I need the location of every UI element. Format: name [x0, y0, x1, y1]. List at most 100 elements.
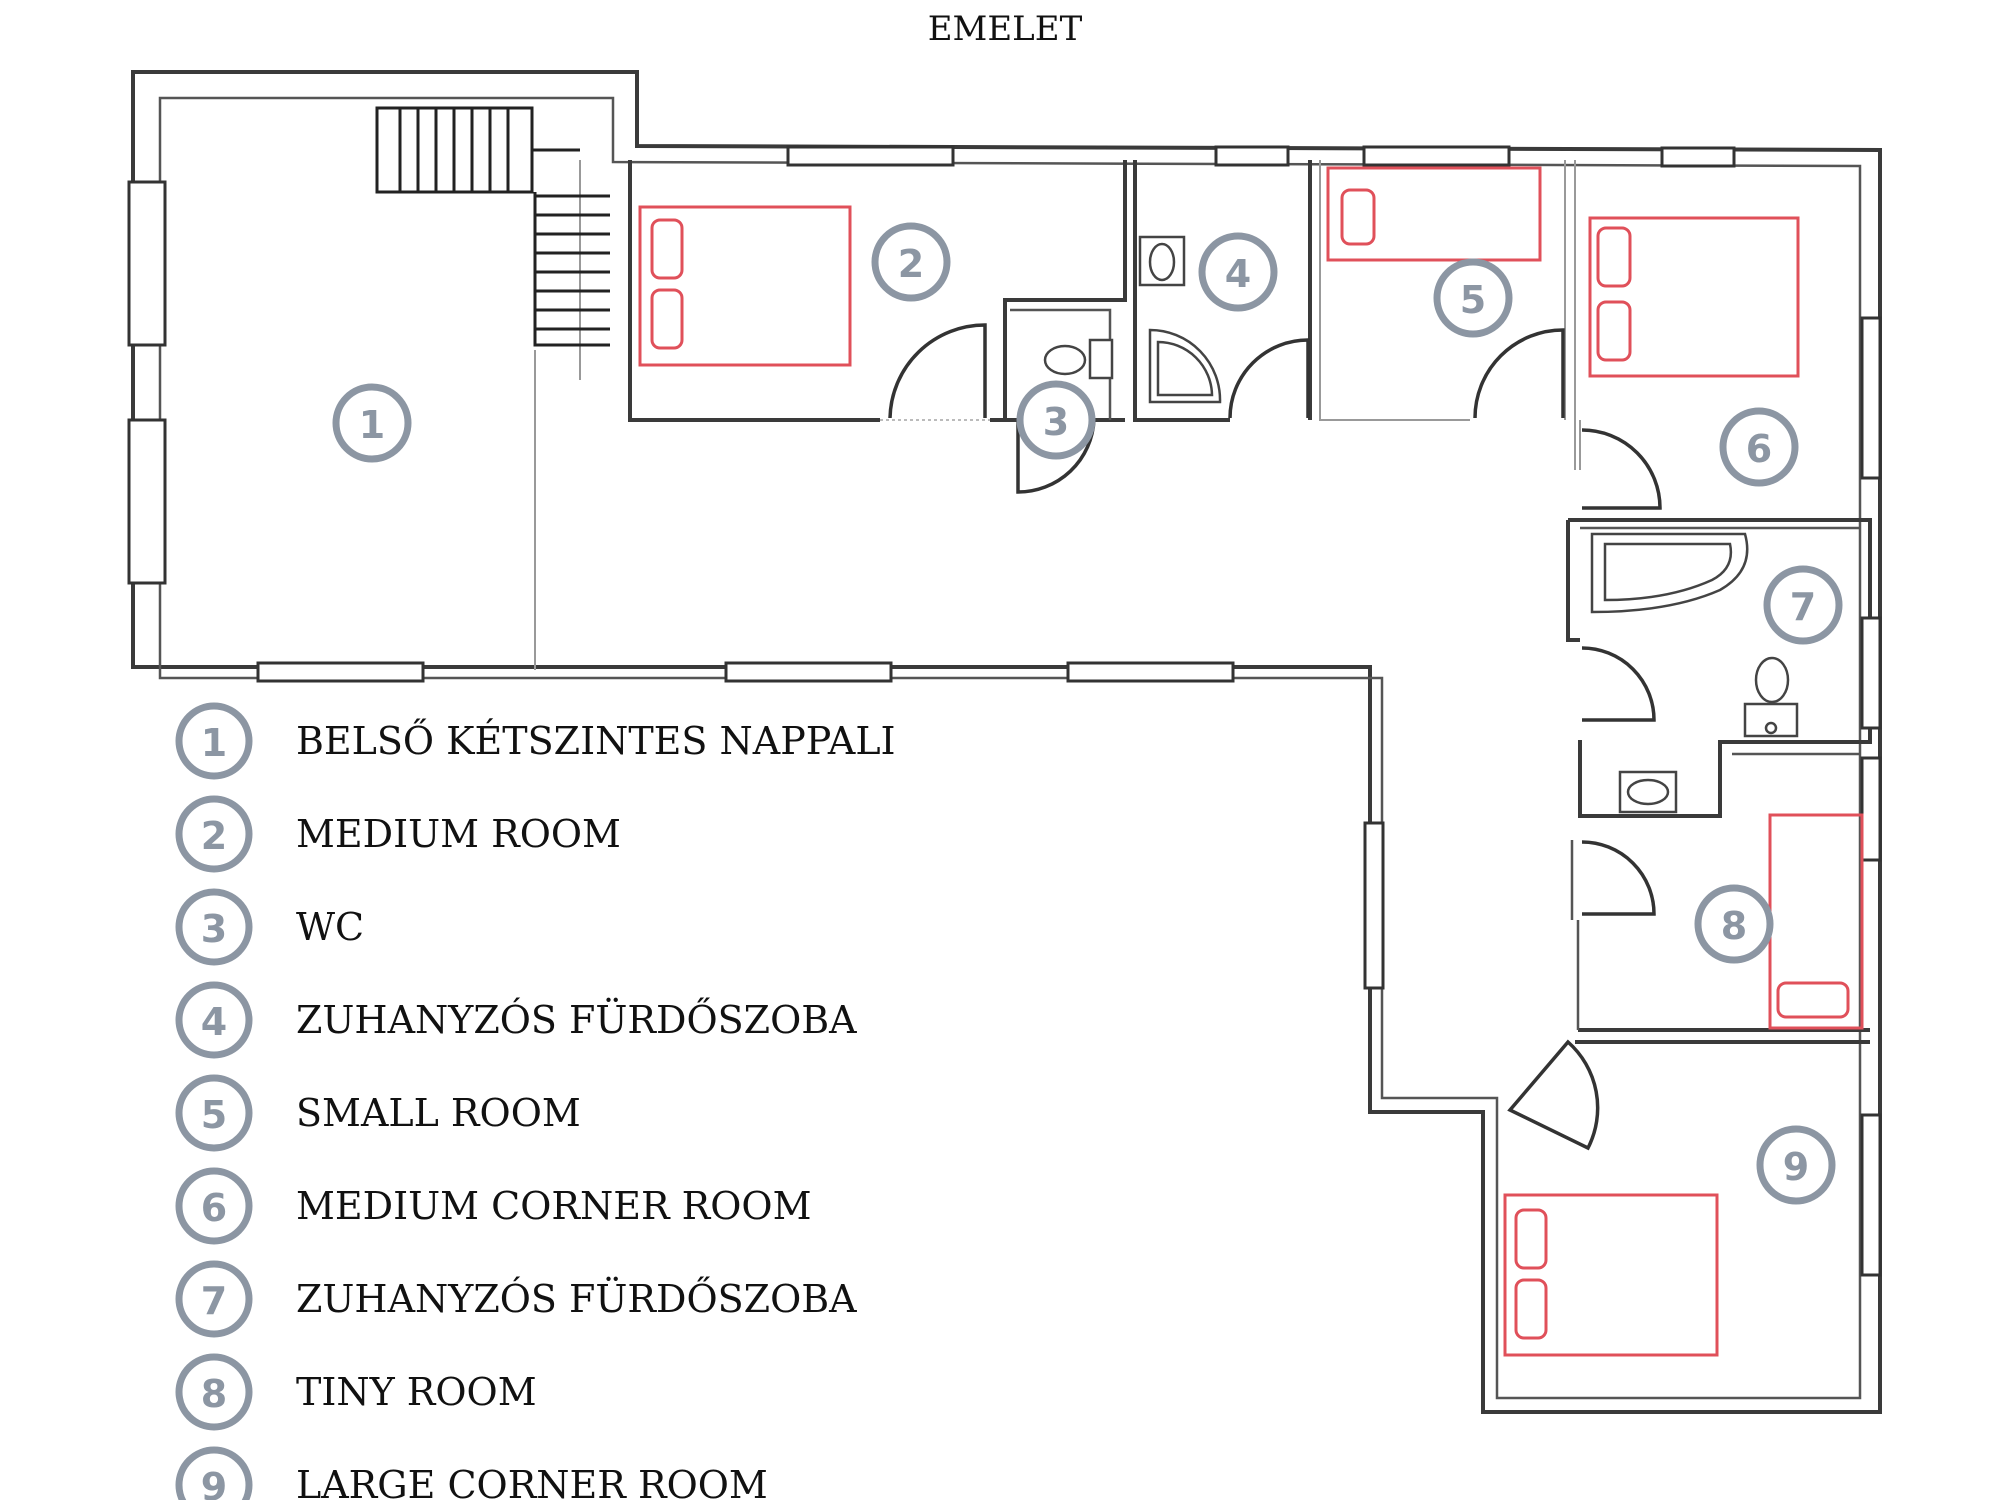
- marker-number: 7: [1790, 585, 1816, 629]
- legend-item-8: 8 TINY ROOM: [175, 1353, 537, 1431]
- marker-circle: [1694, 884, 1774, 964]
- legend-marker-circle: [175, 702, 253, 780]
- toilet-icon: [1043, 338, 1114, 380]
- window: [1860, 616, 1882, 730]
- toilet-icon: [1743, 656, 1799, 738]
- legend-marker-circle: [175, 1074, 253, 1152]
- pillow: [1596, 226, 1632, 288]
- legend-marker-number: 2: [201, 814, 227, 858]
- room-marker-4: 4: [1198, 232, 1278, 312]
- legend-marker-circle: [175, 888, 253, 966]
- legend-item-4: 4 ZUHANYZÓS FÜRDŐSZOBA: [175, 981, 857, 1059]
- legend-label: LARGE CORNER ROOM: [296, 1463, 768, 1500]
- bathtub-icon: [1590, 532, 1749, 614]
- pillow: [650, 288, 684, 350]
- legend-label: WC: [296, 905, 364, 949]
- pillow: [1596, 300, 1632, 362]
- sink-icon: [1618, 770, 1678, 814]
- legend-label: TINY ROOM: [296, 1370, 537, 1414]
- room-marker-6: 6: [1719, 407, 1799, 487]
- marker-number: 4: [1225, 252, 1251, 296]
- pillow: [650, 218, 684, 280]
- window: [786, 145, 955, 167]
- legend-label: ZUHANYZÓS FÜRDŐSZOBA: [296, 998, 857, 1042]
- room-marker-1: 1: [332, 383, 412, 463]
- legend-item-1: 1 BELSŐ KÉTSZINTES NAPPALI: [175, 702, 896, 780]
- legend-marker-number: 4: [201, 1000, 227, 1044]
- marker-circle: [1756, 1125, 1836, 1205]
- legend-label: MEDIUM CORNER ROOM: [296, 1184, 812, 1228]
- legend-marker-circle: [175, 1167, 253, 1245]
- legend-label: MEDIUM ROOM: [296, 812, 621, 856]
- marker-circle: [871, 222, 951, 302]
- legend-marker-number: 3: [201, 907, 227, 951]
- legend-item-3: 3 WC: [175, 888, 364, 966]
- legend: 1 BELSŐ KÉTSZINTES NAPPALI 2 MEDIUM ROOM 3 WC…: [175, 702, 896, 1500]
- marker-number: 1: [359, 403, 385, 447]
- marker-number: 9: [1783, 1145, 1809, 1189]
- pillow: [1776, 981, 1850, 1019]
- window: [1362, 145, 1511, 167]
- bed-icon: [638, 205, 852, 367]
- shower-icon: [1148, 328, 1222, 404]
- pillow: [1340, 188, 1376, 246]
- legend-marker-number: 5: [201, 1093, 227, 1137]
- room-marker-7: 7: [1763, 565, 1843, 645]
- bed-frame: [638, 205, 852, 367]
- windows: [127, 145, 1882, 1277]
- room-marker-8: 8: [1694, 884, 1774, 964]
- marker-circle: [1016, 380, 1096, 460]
- fixtures: [1043, 235, 1799, 814]
- marker-circle: [1198, 232, 1278, 312]
- window: [256, 661, 425, 683]
- legend-marker-number: 1: [201, 721, 227, 765]
- legend-marker-circle: [175, 795, 253, 873]
- window: [127, 180, 167, 347]
- bed-frame: [1503, 1193, 1719, 1357]
- window: [1860, 756, 1882, 862]
- window: [1660, 146, 1736, 168]
- window: [1363, 821, 1385, 990]
- room-marker-2: 2: [871, 222, 951, 302]
- plan-title: EMELET: [928, 9, 1083, 49]
- sink-icon: [1138, 235, 1186, 287]
- window: [724, 661, 893, 683]
- bed-icon: [1768, 813, 1864, 1030]
- bed-frame: [1588, 216, 1800, 378]
- marker-number: 6: [1746, 427, 1772, 471]
- legend-label: BELSŐ KÉTSZINTES NAPPALI: [296, 719, 896, 763]
- room-marker-3: 3: [1016, 380, 1096, 460]
- pillow: [1514, 1278, 1548, 1340]
- room-markers: 1 2 3 4 5 6 7 8 9: [332, 222, 1843, 1205]
- marker-circle: [1433, 258, 1513, 338]
- beds: [638, 166, 1864, 1357]
- legend-marker-number: 9: [201, 1465, 227, 1500]
- bed-icon: [1588, 216, 1800, 378]
- marker-number: 2: [898, 242, 924, 286]
- staircase: [375, 106, 610, 347]
- window: [1214, 145, 1290, 167]
- legend-item-9: 9 LARGE CORNER ROOM: [175, 1446, 768, 1500]
- window: [1860, 316, 1882, 480]
- marker-number: 3: [1043, 400, 1069, 444]
- marker-number: 5: [1460, 278, 1486, 322]
- window: [1860, 1113, 1882, 1277]
- doors: [880, 323, 1662, 1151]
- window: [127, 418, 167, 585]
- legend-label: ZUHANYZÓS FÜRDŐSZOBA: [296, 1277, 857, 1321]
- legend-marker-circle: [175, 981, 253, 1059]
- room-marker-9: 9: [1756, 1125, 1836, 1205]
- marker-circle: [1763, 565, 1843, 645]
- legend-marker-number: 6: [201, 1186, 227, 1230]
- legend-item-2: 2 MEDIUM ROOM: [175, 795, 621, 873]
- room-marker-5: 5: [1433, 258, 1513, 338]
- legend-marker-circle: [175, 1260, 253, 1338]
- legend-marker-number: 8: [201, 1372, 227, 1416]
- bed-icon: [1326, 166, 1542, 262]
- pillow: [1514, 1208, 1548, 1270]
- bed-frame: [1326, 166, 1542, 262]
- legend-marker-circle: [175, 1353, 253, 1431]
